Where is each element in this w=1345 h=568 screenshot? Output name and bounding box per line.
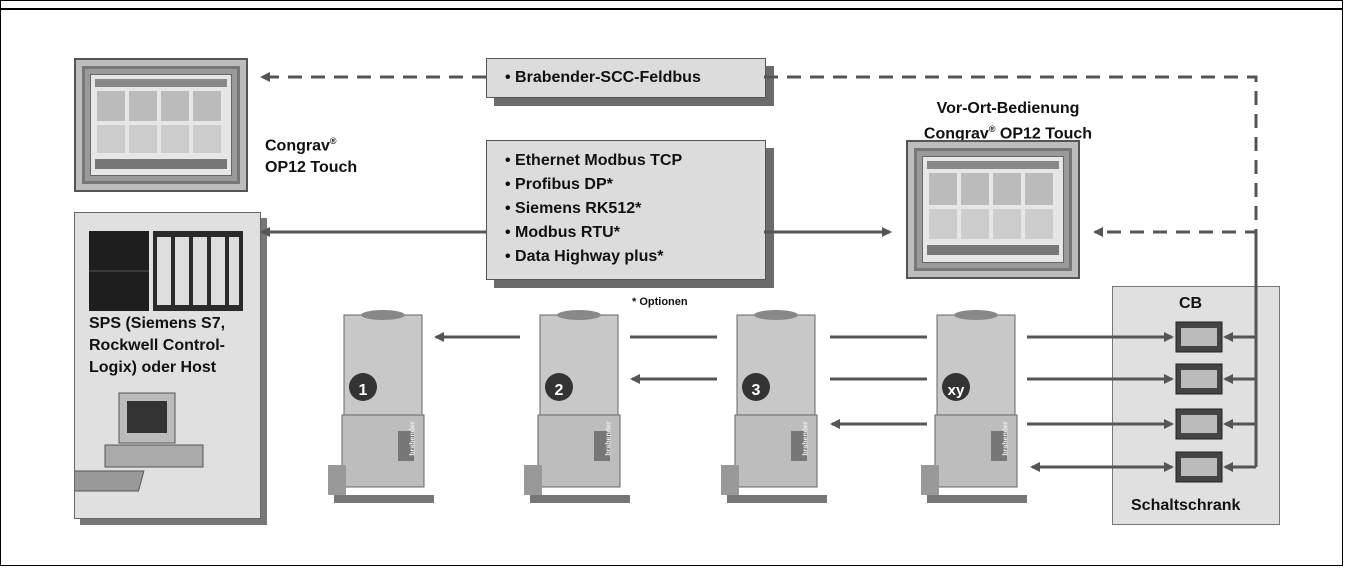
sps-host-box: SPS (Siemens S7,Rockwell Control-Logix) … [74,212,261,519]
feeder-number: 2 [554,382,564,399]
plc-and-pc-illustration [75,231,243,492]
feeder: xy brabender [917,305,1027,520]
sps-label: SPS (Siemens S7,Rockwell Control-Logix) … [89,315,226,376]
feeder: 1 brabender [324,305,434,520]
feeder-illustration [524,310,630,503]
op12-touch-panel-local [906,140,1080,279]
protocol-item: • Data Highway plus* [505,248,664,265]
protocol-item: • Siemens RK512* [505,200,642,217]
feeder: 3 brabender [717,305,827,520]
fieldbus-box: • Brabender-SCC-Feldbus [486,58,766,98]
cb-label: CB [1179,295,1203,312]
op12-touch-panel-left [74,58,248,192]
options-note: * Optionen [632,296,688,308]
fieldbus-label: • Brabender-SCC-Feldbus [505,69,701,86]
feeder-number: 1 [358,382,368,399]
op12-left-label: Congrav® OP12 Touch [265,136,358,177]
feeder: 2 brabender [520,305,630,520]
panel-screen-content [927,161,1059,255]
feeder-illustration [721,310,827,503]
feeder-number: xy [947,382,965,399]
terminal-blocks [1175,321,1223,483]
feeder-number: 3 [751,382,761,399]
top-border [0,0,1343,10]
op12-local-label: Vor-Ort-Bedienung Congrav® OP12 Touch [923,100,1093,143]
fieldbus-dashed-line [764,75,1258,237]
feeder-illustration [921,310,1027,503]
protocol-item: • Modbus RTU* [505,224,620,241]
feeder-illustration [328,310,434,503]
protocols-box: • Ethernet Modbus TCP • Profibus DP* • S… [486,140,766,280]
protocol-item: • Ethernet Modbus TCP [505,152,683,169]
panel-screen-content [95,79,227,169]
protocol-item: • Profibus DP* [505,176,613,193]
cabinet-label: Schaltschrank [1131,497,1241,514]
